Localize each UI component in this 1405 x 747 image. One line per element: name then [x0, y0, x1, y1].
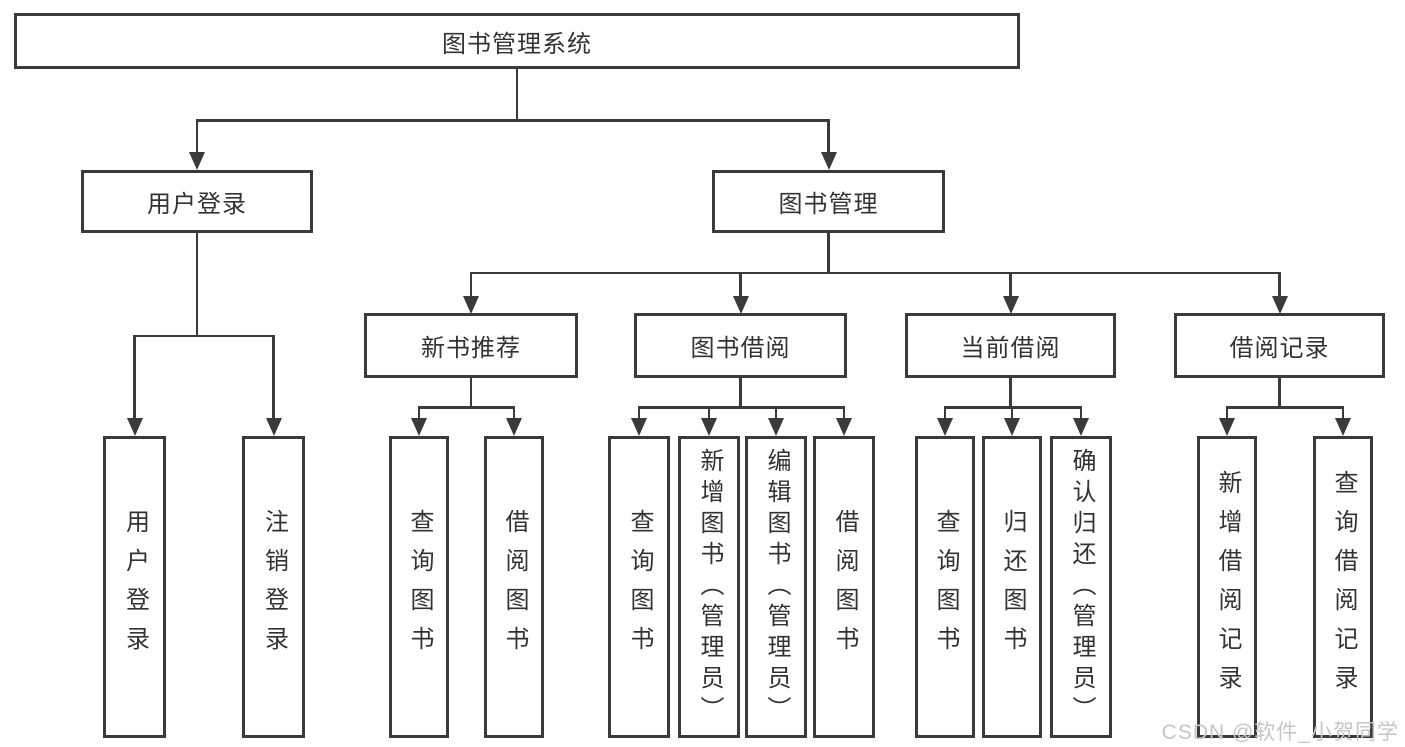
node-new-book-recommend: 新书推荐 — [364, 313, 578, 378]
connector-user-login-stem — [195, 233, 199, 337]
connector-drop — [637, 406, 641, 420]
connector-new-book-stem — [469, 378, 473, 408]
leaf-borrow-books-recommend: 借阅图书 — [484, 436, 544, 738]
arrow-down-icon — [937, 418, 953, 436]
arrow-down-icon — [189, 152, 205, 170]
leaf-query-books-borrow: 查询图书 — [608, 436, 670, 738]
node-current-borrow-label: 当前借阅 — [960, 335, 1061, 362]
arrow-down-icon — [820, 152, 837, 170]
watermark: CSDN @软件_小贺同学 — [1161, 721, 1399, 744]
arrow-down-icon — [463, 296, 479, 314]
arrow-down-icon — [126, 418, 143, 436]
arrow-down-icon — [631, 418, 647, 436]
arrow-down-icon — [1271, 296, 1288, 314]
arrow-down-icon — [1335, 418, 1351, 436]
leaf-label: 借阅图书 — [831, 509, 858, 665]
connector-drop — [842, 406, 846, 420]
connector-drop — [469, 271, 473, 298]
arrow-down-icon — [836, 418, 852, 436]
connector-root-stem — [515, 68, 519, 120]
leaf-label: 查询图书 — [626, 509, 653, 665]
connector-drop — [1010, 406, 1014, 420]
leaf-label: 借阅图书 — [501, 509, 528, 665]
leaf-edit-book-admin: 编辑图书（管理员） — [745, 436, 807, 738]
leaf-label: 新增图书（管理员） — [696, 447, 723, 727]
arrow-down-icon — [701, 418, 717, 436]
leaf-return-book: 归还图书 — [982, 436, 1042, 738]
arrow-down-icon — [411, 418, 427, 436]
connector-drop — [739, 271, 742, 298]
connector-drop — [272, 334, 275, 421]
leaf-label: 查询图书 — [932, 509, 959, 665]
arrow-down-icon — [265, 418, 282, 436]
leaf-label: 查询借阅记录 — [1330, 470, 1357, 704]
connector-drop — [133, 334, 136, 421]
arrow-down-icon — [1002, 296, 1019, 314]
node-root-label: 图书管理系统 — [442, 30, 592, 58]
leaf-label: 查询图书 — [406, 509, 433, 665]
connector-book-mgmt-stem — [827, 233, 830, 274]
arrow-down-icon — [1004, 418, 1020, 436]
connector-drop — [512, 406, 516, 420]
leaf-add-borrow-record: 新增借阅记录 — [1197, 436, 1257, 738]
node-borrow-records: 借阅记录 — [1174, 313, 1385, 378]
node-book-management: 图书管理 — [712, 170, 945, 233]
node-new-book-recommend-label: 新书推荐 — [421, 335, 521, 362]
leaf-confirm-return-admin: 确认归还（管理员） — [1050, 436, 1112, 738]
arrow-down-icon — [732, 296, 749, 314]
connector-drop — [1009, 271, 1012, 298]
node-book-borrow-label: 图书借阅 — [690, 335, 791, 362]
leaf-user-login: 用户登录 — [103, 436, 166, 738]
node-user-login-label: 用户登录 — [147, 191, 247, 218]
arrow-down-icon — [1073, 418, 1089, 436]
leaf-label: 确认归还（管理员） — [1068, 447, 1095, 727]
leaf-logout: 注销登录 — [242, 436, 305, 738]
connector-book-borrow-bus — [637, 406, 846, 409]
connector-borrow-records-stem — [1278, 378, 1281, 408]
node-root: 图书管理系统 — [14, 13, 1020, 69]
leaf-query-borrow-record: 查询借阅记录 — [1313, 436, 1373, 738]
connector-book-mgmt-bus — [469, 271, 1281, 274]
connector-drop — [707, 406, 711, 420]
leaf-borrow-books: 借阅图书 — [813, 436, 875, 738]
leaf-query-books-current: 查询图书 — [915, 436, 975, 738]
leaf-add-book-admin: 新增图书（管理员） — [678, 436, 740, 738]
leaf-query-books-recommend: 查询图书 — [389, 436, 449, 738]
node-user-login: 用户登录 — [81, 170, 313, 233]
connector-drop — [1278, 271, 1281, 298]
leaf-label: 注销登录 — [260, 509, 288, 665]
leaf-label: 新增借阅记录 — [1214, 470, 1241, 704]
leaf-label: 编辑图书（管理员） — [763, 447, 790, 727]
node-current-borrow: 当前借阅 — [905, 313, 1116, 378]
connector-drop — [195, 119, 199, 153]
connector-new-book-bus — [417, 406, 516, 409]
leaf-label: 归还图书 — [999, 509, 1026, 665]
leaf-label: 用户登录 — [121, 509, 149, 665]
connector-drop — [1079, 406, 1083, 420]
connector-drop — [943, 406, 947, 420]
node-book-borrow: 图书借阅 — [634, 313, 847, 378]
connector-borrow-records-bus — [1225, 406, 1345, 409]
arrow-down-icon — [768, 418, 784, 436]
node-book-management-label: 图书管理 — [778, 191, 879, 218]
connector-user-login-bus — [133, 334, 275, 337]
connector-current-borrow-stem — [1009, 378, 1012, 408]
connector-drop — [417, 406, 421, 420]
connector-drop — [1225, 406, 1229, 420]
arrow-down-icon — [506, 418, 522, 436]
connector-drop — [827, 119, 830, 153]
connector-root-bus — [196, 119, 830, 122]
connector-book-borrow-stem — [739, 378, 742, 408]
connector-drop — [774, 406, 778, 420]
node-borrow-records-label: 借阅记录 — [1229, 335, 1330, 362]
arrow-down-icon — [1219, 418, 1235, 436]
connector-drop — [1341, 406, 1345, 420]
